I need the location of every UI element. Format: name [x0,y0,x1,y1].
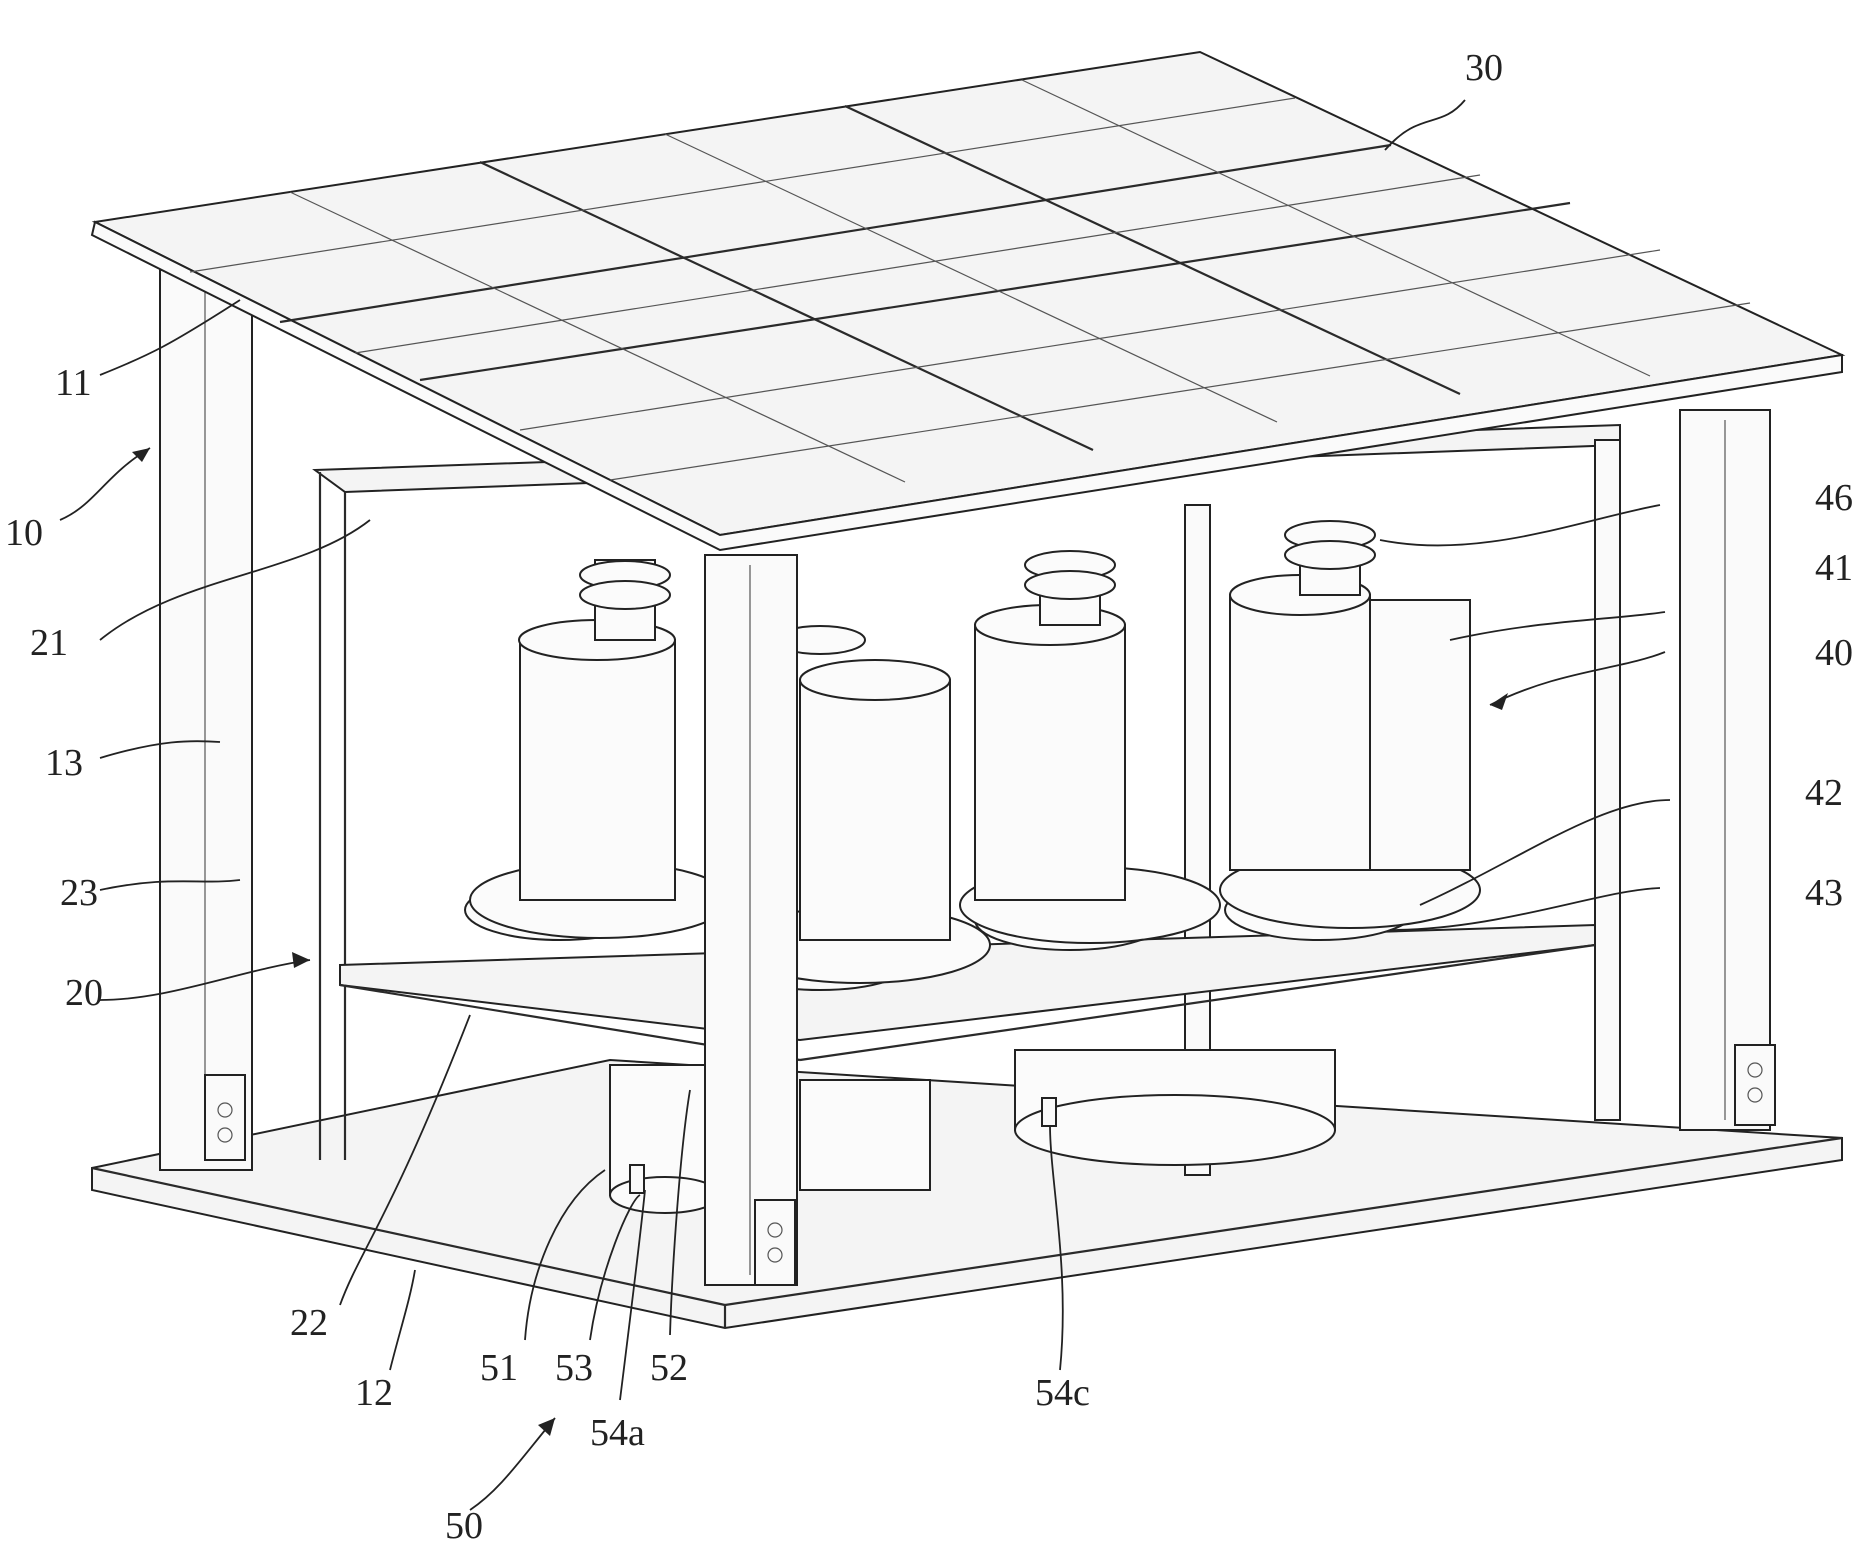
label-23: 23 [60,872,98,914]
label-10: 10 [5,512,43,554]
label-13: 13 [45,742,83,784]
label-43: 43 [1805,872,1843,914]
turbine-units [465,521,1480,990]
label-53: 53 [555,1347,593,1389]
base-plate [92,1060,1842,1328]
label-20: 20 [65,972,103,1014]
label-22: 22 [290,1302,328,1344]
label-50: 50 [445,1505,483,1542]
label-30: 30 [1465,47,1503,89]
label-54c: 54c [1035,1372,1090,1414]
label-40: 40 [1815,632,1853,674]
label-41: 41 [1815,547,1853,589]
label-42: 42 [1805,772,1843,814]
label-51: 51 [480,1347,518,1389]
label-12: 12 [355,1372,393,1414]
label-11: 11 [55,362,92,404]
rear-right-posts [1680,410,1775,1130]
front-posts [705,555,797,1285]
label-54a: 54a [590,1412,645,1454]
label-46: 46 [1815,477,1853,519]
rear-left-posts [160,270,252,1170]
label-21: 21 [30,622,68,664]
label-52: 52 [650,1347,688,1389]
